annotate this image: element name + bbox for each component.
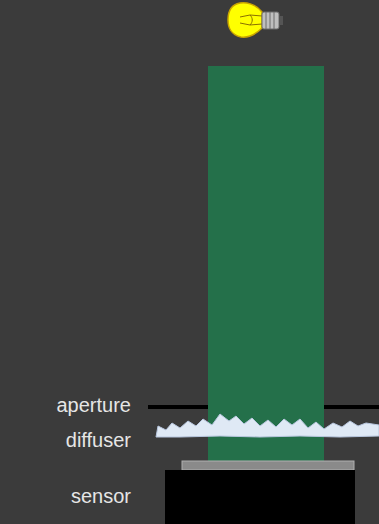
part-label: aperture: [57, 394, 132, 416]
sensor-body: [165, 470, 355, 524]
sensor-window: [182, 461, 354, 470]
part-label: diffuser: [66, 429, 131, 451]
light-column: [208, 66, 324, 462]
light-bulb: [228, 3, 283, 37]
diffuser: [156, 414, 379, 437]
part-label: sensor: [71, 485, 131, 507]
